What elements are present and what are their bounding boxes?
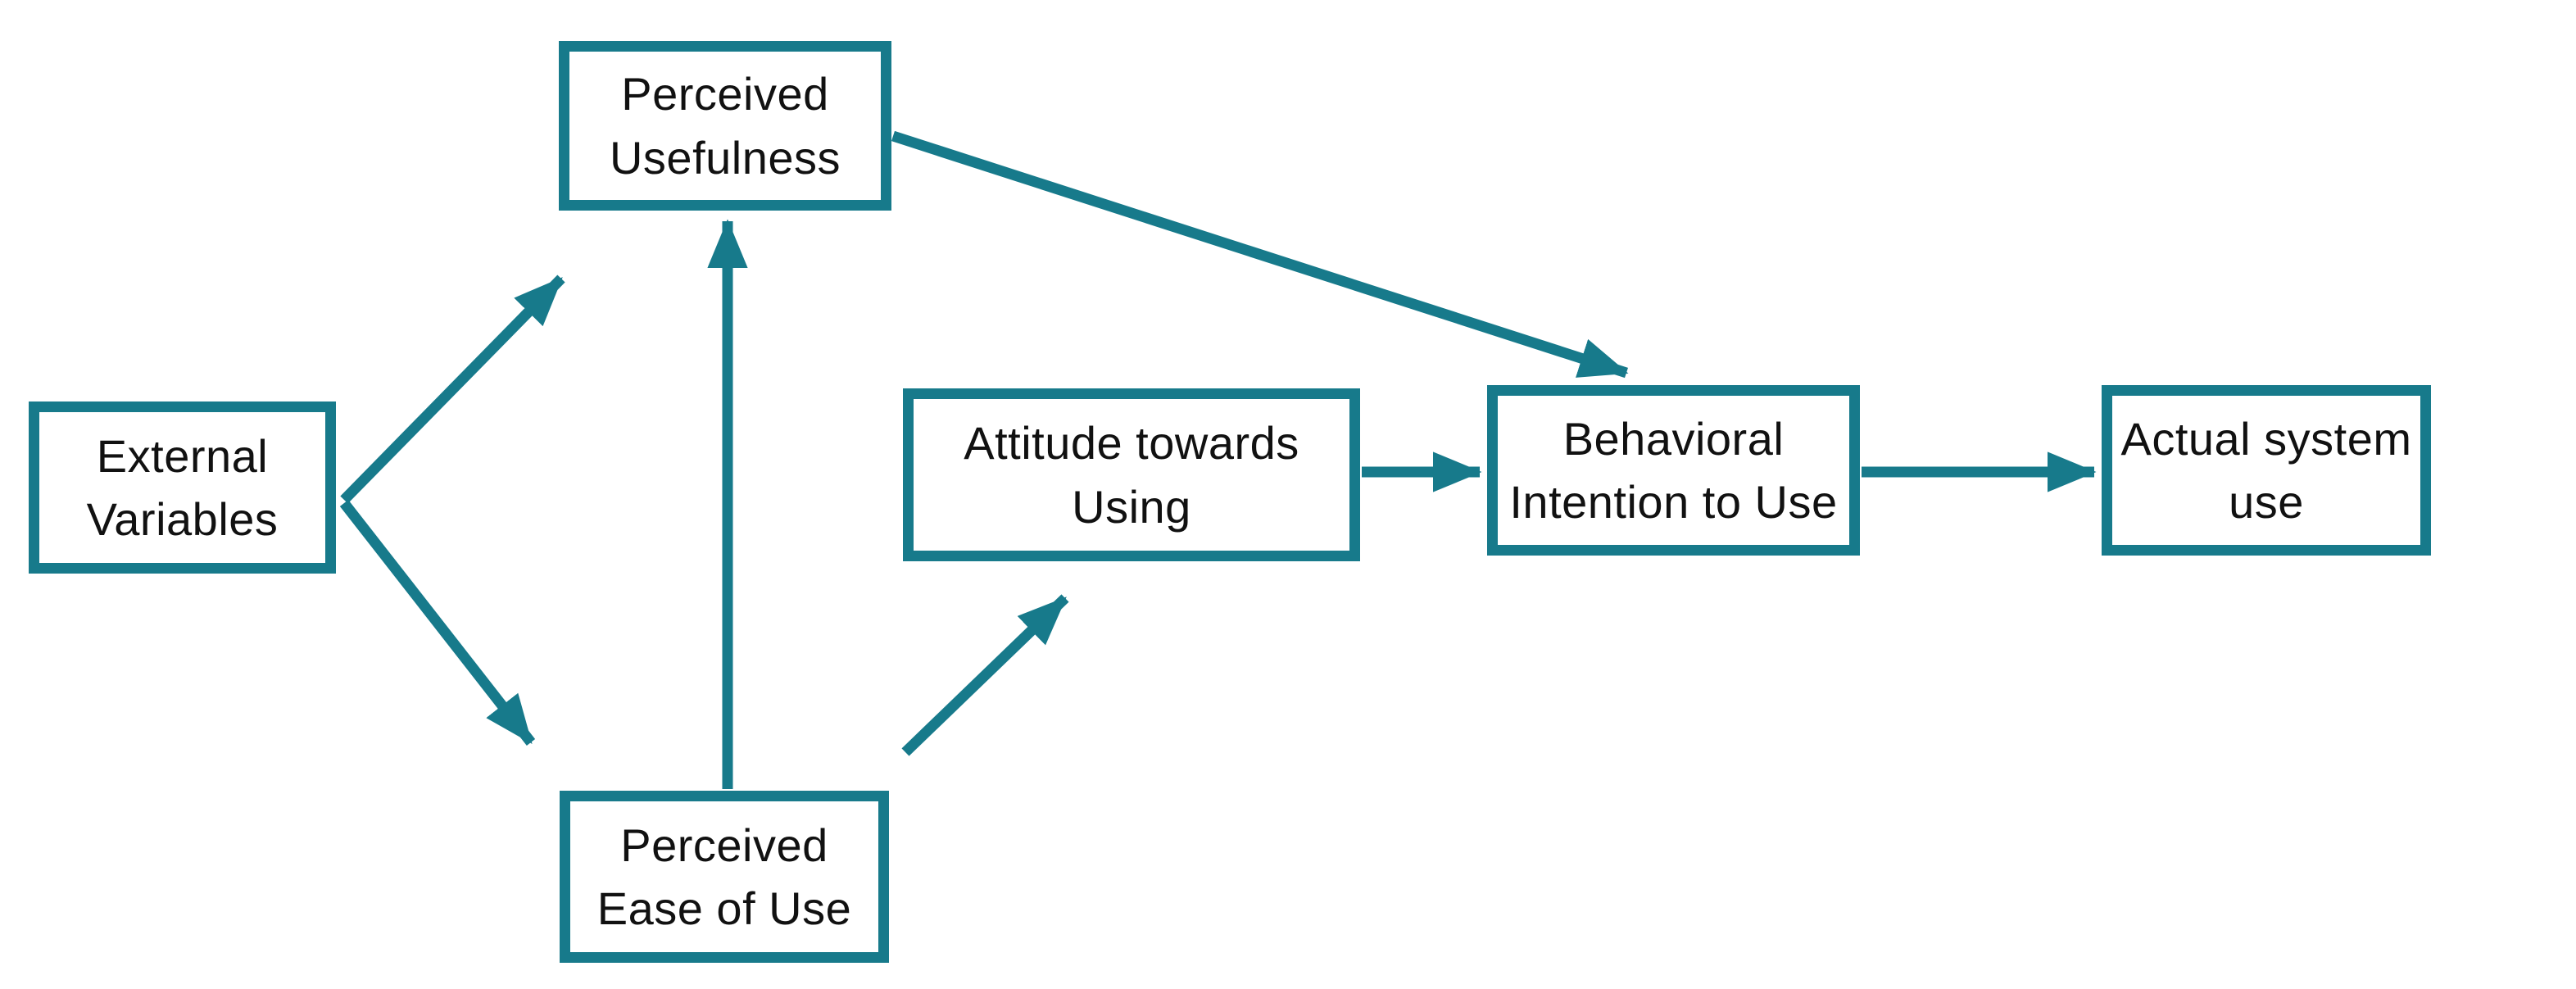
node-perceived-usefulness: Perceived Usefulness — [559, 41, 891, 211]
node-behavioral-intention-to-use-label: Behavioral Intention to Use — [1509, 412, 1838, 528]
node-perceived-ease-of-use: Perceived Ease of Use — [560, 791, 889, 963]
node-attitude-towards-using-label: Attitude towards Using — [964, 417, 1299, 533]
node-attitude-towards-using: Attitude towards Using — [903, 388, 1360, 561]
arrow-ease-to-attitude — [901, 594, 1069, 756]
arrow-external-to-ease — [339, 499, 536, 746]
node-external-variables: External Variables — [29, 401, 336, 574]
node-external-variables-label: External Variables — [86, 429, 279, 545]
arrow-usefulness-to-intention — [891, 130, 1629, 379]
arrow-external-to-usefulness — [340, 274, 565, 504]
node-actual-system-use: Actual system use — [2102, 385, 2431, 556]
node-perceived-usefulness-label: Perceived Usefulness — [609, 68, 841, 184]
node-perceived-ease-of-use-label: Perceived Ease of Use — [596, 819, 852, 934]
node-behavioral-intention-to-use: Behavioral Intention to Use — [1487, 385, 1860, 556]
node-actual-system-use-label: Actual system use — [2120, 412, 2412, 528]
